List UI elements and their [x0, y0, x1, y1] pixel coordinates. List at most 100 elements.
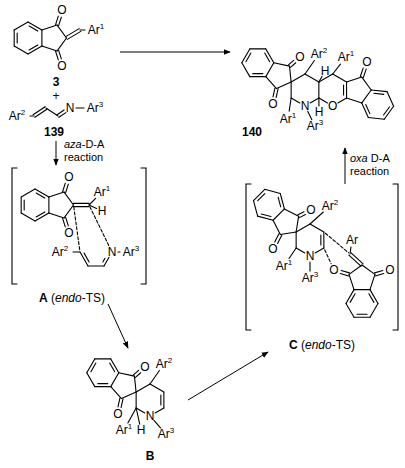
bond [160, 395, 161, 405]
bond [121, 399, 123, 408]
atom-label: N [301, 100, 310, 112]
reaction-condition: oxa D-A reaction [350, 152, 402, 178]
bond [118, 398, 120, 407]
bond [291, 74, 305, 82]
bond [371, 90, 387, 92]
bond [56, 51, 59, 59]
bond [246, 53, 251, 62]
bond [110, 363, 115, 372]
atom-label: Ar3 [158, 428, 174, 440]
atom-label: O [295, 51, 304, 63]
bond [320, 235, 321, 245]
bond [370, 274, 375, 289]
atom-label: O [362, 56, 371, 68]
atom-label: H [315, 106, 324, 118]
bond [280, 232, 296, 235]
bond [250, 48, 266, 49]
atom-label: Ar2 [311, 48, 327, 60]
bond [57, 25, 66, 38]
reaction-condition: aza-D-A reaction [64, 138, 116, 164]
atom-label: N [108, 246, 117, 258]
bond [14, 46, 28, 54]
atom-label: H [137, 424, 146, 436]
forming-bond [74, 207, 80, 250]
atom-label: O [385, 264, 394, 276]
bond [14, 22, 28, 30]
bond [354, 317, 370, 318]
bracket [141, 168, 146, 284]
bond [288, 60, 293, 65]
bond [363, 69, 366, 77]
compound-number: B [146, 450, 155, 462]
atom-label: Ar [346, 234, 358, 246]
bond [66, 184, 69, 192]
bond [289, 248, 296, 259]
bond [163, 392, 164, 408]
atom-label: Ar1 [116, 424, 132, 436]
bond [296, 248, 305, 253]
bond [384, 106, 393, 119]
bond [291, 82, 292, 98]
atom-label: Ar2 [322, 200, 338, 212]
bond [357, 314, 367, 315]
bond [315, 248, 324, 253]
forming-bond [325, 250, 331, 264]
bond [103, 258, 105, 262]
bond [347, 77, 362, 82]
bond [253, 201, 257, 216]
reaction-arrow [188, 352, 268, 400]
atom-label: Ar3 [302, 272, 318, 284]
compound-number: 139 [44, 126, 64, 138]
bond [278, 235, 282, 243]
bond [95, 386, 111, 387]
compound-number: 3 [53, 76, 60, 88]
bond [277, 82, 292, 89]
bond [21, 189, 35, 197]
bond [296, 224, 310, 232]
bracket [12, 168, 17, 284]
bond [310, 224, 324, 232]
reaction-arrow [120, 52, 230, 53]
bond [242, 49, 250, 63]
bond [284, 209, 298, 216]
bond [21, 197, 22, 213]
bond [250, 76, 266, 77]
bond [305, 74, 319, 82]
bond [253, 73, 263, 74]
bond [318, 98, 319, 106]
bond [374, 270, 382, 272]
bond [87, 373, 95, 387]
atom-label: N [146, 410, 155, 422]
transition-state-label: A (endo-TS) [39, 292, 105, 304]
bond [278, 197, 281, 207]
atom-label: Ar2 [9, 110, 25, 122]
atom-label: Ar3 [87, 102, 103, 114]
bond [14, 30, 15, 46]
bond [362, 90, 371, 103]
bond [74, 203, 89, 204]
transition-state-label: C (endo-TS) [289, 339, 355, 351]
bond [64, 192, 73, 205]
bond [362, 103, 369, 118]
bond [84, 253, 89, 262]
bond [296, 216, 299, 232]
bond [305, 61, 314, 74]
bond [374, 93, 384, 94]
bond [340, 273, 348, 275]
bond [21, 213, 35, 221]
bond [76, 107, 84, 108]
bond [362, 77, 371, 90]
bond [273, 209, 284, 220]
bond [80, 29, 85, 30]
atom-label: O [57, 60, 66, 72]
bond [98, 383, 108, 384]
bond [29, 26, 38, 31]
bond [136, 408, 140, 424]
bond [275, 234, 279, 242]
bond [265, 53, 270, 62]
bond [48, 197, 49, 213]
reaction-arrow [56, 141, 57, 165]
bond [87, 359, 95, 373]
bond [350, 294, 355, 303]
reaction-arrow [345, 148, 346, 184]
